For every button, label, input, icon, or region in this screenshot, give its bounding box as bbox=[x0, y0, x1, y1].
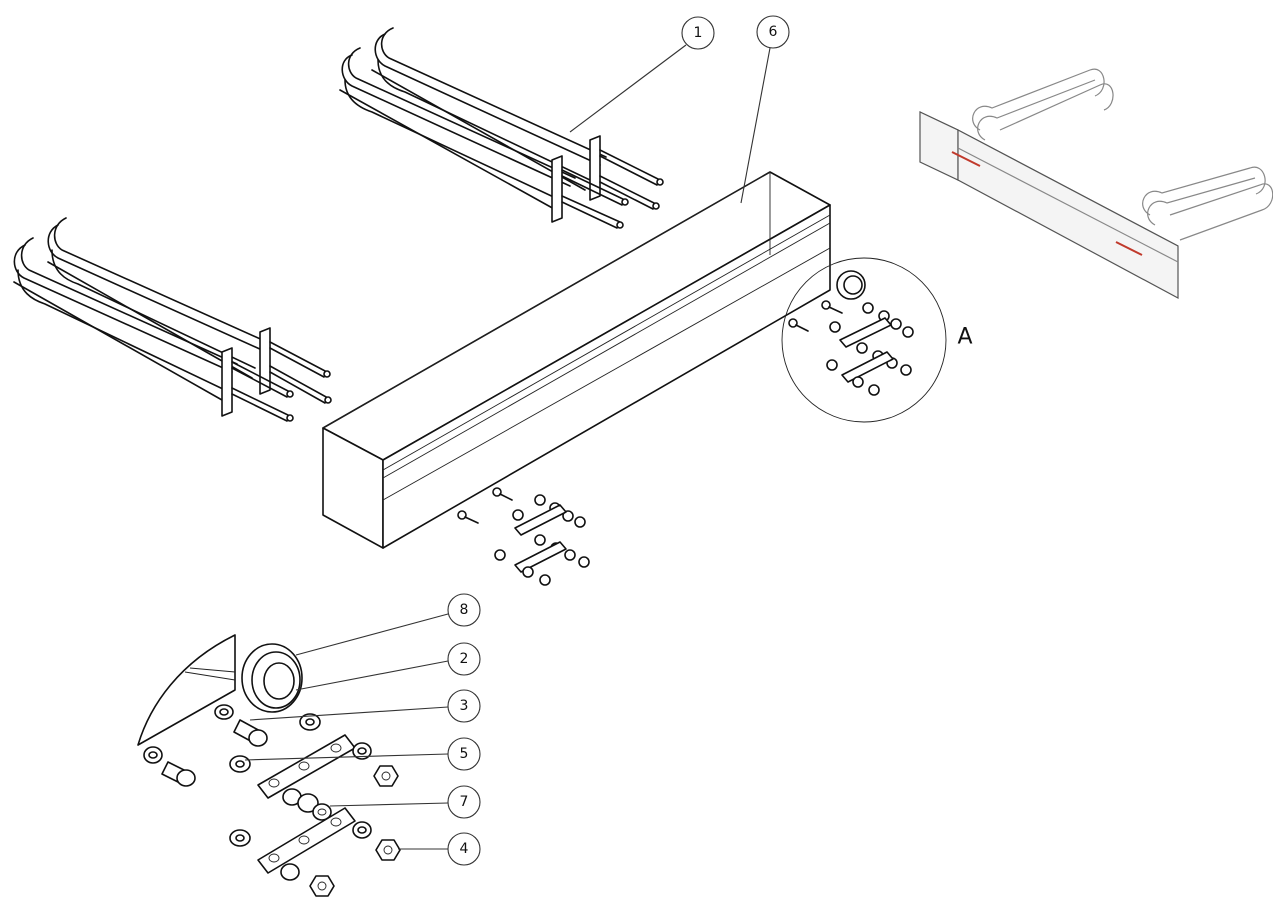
balloon-6: 6 bbox=[740, 15, 790, 204]
heating-element-lower bbox=[13, 217, 332, 422]
detail-view-a bbox=[781, 257, 947, 423]
svg-text:5: 5 bbox=[460, 746, 469, 762]
detail-view-label: A bbox=[957, 325, 972, 350]
balloon-1: 1 bbox=[569, 16, 715, 133]
housing-channel bbox=[322, 171, 831, 549]
detail-enlarged-hardware bbox=[137, 634, 401, 897]
svg-text:1: 1 bbox=[694, 25, 703, 41]
balloon-3: 3 bbox=[249, 689, 481, 723]
assembled-view-thumbnail bbox=[919, 68, 1273, 300]
balloon-4: 4 bbox=[398, 832, 481, 866]
svg-text:7: 7 bbox=[460, 794, 469, 810]
svg-text:4: 4 bbox=[460, 841, 469, 857]
hardware-cluster-bottom bbox=[457, 487, 590, 586]
svg-text:6: 6 bbox=[769, 24, 778, 40]
heating-element-upper bbox=[339, 27, 664, 229]
balloon-2: 2 bbox=[295, 642, 481, 691]
svg-text:8: 8 bbox=[460, 602, 469, 618]
svg-text:2: 2 bbox=[460, 651, 469, 667]
balloon-8: 8 bbox=[295, 593, 481, 656]
balloon-7: 7 bbox=[329, 785, 481, 819]
balloon-5: 5 bbox=[244, 737, 481, 771]
svg-text:3: 3 bbox=[460, 698, 469, 714]
